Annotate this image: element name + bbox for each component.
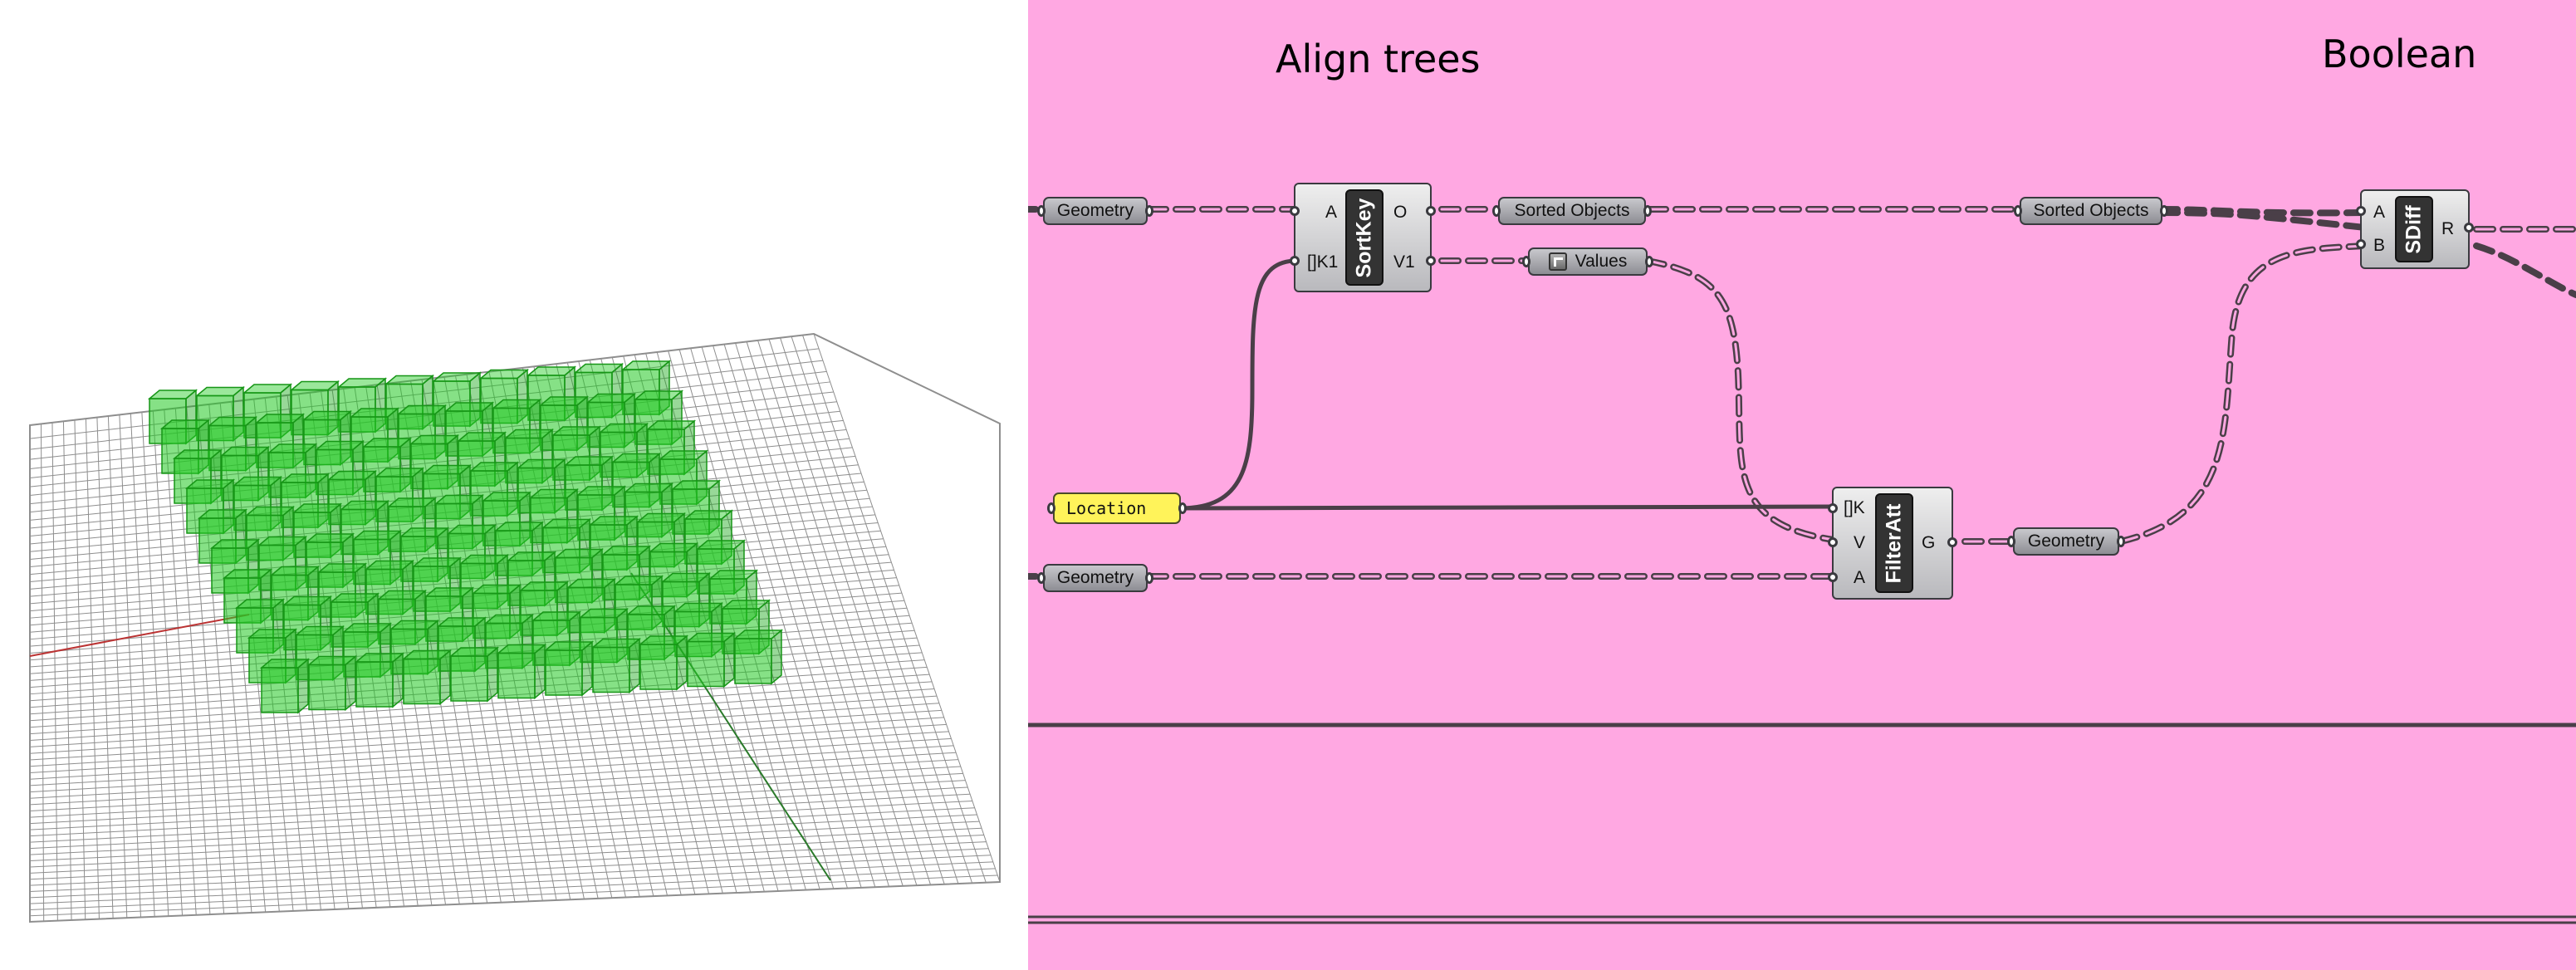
port-in-k[interactable] (1828, 503, 1838, 513)
input-a-label: A (1325, 203, 1338, 222)
param-sorted-objects-1[interactable]: Sorted Objects (1492, 197, 1652, 225)
component-sdiff[interactable]: A B SDiff R (2356, 189, 2474, 269)
param-label: Values (1574, 252, 1628, 271)
port-in-a[interactable] (1290, 206, 1300, 216)
input-k-label: []K (1844, 498, 1865, 517)
param-geometry-top[interactable]: Geometry (1037, 197, 1153, 225)
port-in-v[interactable] (1828, 537, 1838, 547)
input-b-label: B (2373, 236, 2386, 255)
panel-text: Location (1066, 498, 1147, 518)
input-k1-label: []K1 (1307, 252, 1339, 272)
param-label: Geometry (2027, 532, 2105, 551)
input-a-label: A (1854, 568, 1866, 587)
param-icon (1548, 252, 1567, 271)
port-in-a[interactable] (1828, 572, 1838, 582)
param-label: Geometry (1056, 201, 1134, 220)
grasshopper-canvas[interactable]: Align trees Boolean Geometry Sorted Obje… (1028, 0, 2576, 970)
viewport-scene (29, 332, 1001, 923)
component-filteratt[interactable]: []K V A FilterAtt G (1828, 487, 1957, 600)
param-label: Geometry (1056, 568, 1134, 587)
param-values[interactable]: Values (1522, 247, 1653, 276)
output-v1-label: V1 (1393, 252, 1415, 272)
component-name: SDiff (2395, 196, 2433, 262)
param-label: Sorted Objects (2033, 201, 2149, 220)
grid-lines (29, 333, 1001, 923)
port-out-o[interactable] (1426, 206, 1436, 216)
input-v-label: V (1854, 533, 1866, 552)
rhino-viewport[interactable] (0, 0, 1028, 970)
x-axis (29, 614, 250, 657)
param-sorted-objects-2[interactable]: Sorted Objects (2014, 197, 2168, 225)
port-out-v1[interactable] (1426, 256, 1436, 266)
param-label: Sorted Objects (1514, 201, 1630, 220)
param-location-panel[interactable]: Location (1047, 492, 1187, 524)
component-sortkey[interactable]: A []K1 SortKey O V1 (1290, 183, 1436, 292)
port-in-k1[interactable] (1290, 256, 1300, 266)
param-geometry-bottom[interactable]: Geometry (1037, 564, 1153, 592)
tree-wires (1028, 206, 2576, 580)
group-title-align-trees: Align trees (1276, 37, 1481, 81)
input-a-label: A (2373, 203, 2386, 222)
item-wires (1178, 258, 1836, 511)
output-r-label: R (2441, 219, 2455, 238)
component-name: SortKey (1345, 189, 1383, 286)
port-in-a[interactable] (2356, 206, 2366, 216)
param-geometry-out[interactable]: Geometry (2007, 527, 2125, 556)
output-o-label: O (1393, 203, 1408, 222)
port-out-g[interactable] (1947, 537, 1957, 547)
port-out-r[interactable] (2464, 223, 2474, 233)
port-in-b[interactable] (2356, 239, 2366, 249)
green-box-array (147, 360, 784, 714)
component-name: FilterAtt (1875, 493, 1913, 593)
output-g-label: G (1922, 533, 1936, 552)
wire-layer (1028, 206, 2576, 924)
group-title-boolean: Boolean (2322, 32, 2477, 76)
